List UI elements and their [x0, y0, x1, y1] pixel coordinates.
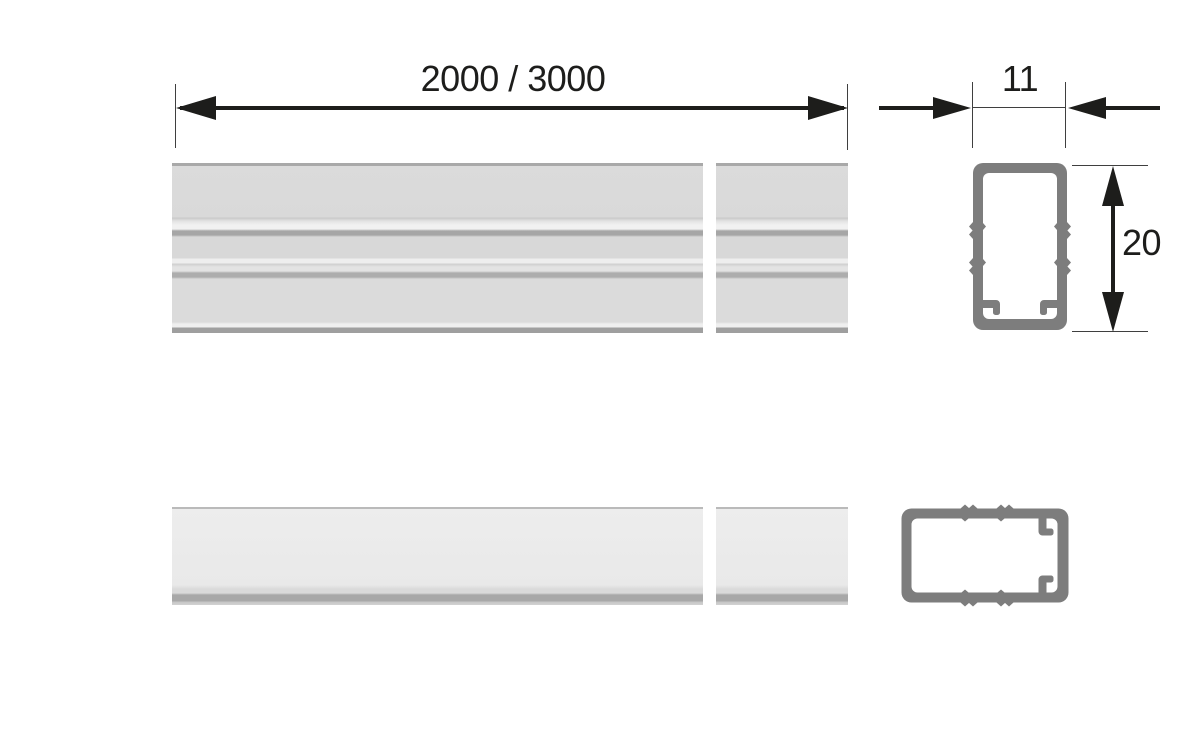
arrowhead-up-icon	[1102, 166, 1124, 206]
width-extension-line-right	[1065, 82, 1066, 148]
width-dimension-hairline	[972, 107, 1066, 108]
profile-bottom-side-view-long-piece	[172, 507, 703, 605]
profile-cross-section-rotated	[901, 504, 1069, 607]
arrowhead-right-icon	[933, 97, 971, 119]
serration-teeth-left	[960, 602, 1014, 607]
cross-section-cavity	[983, 173, 1057, 319]
width-dimension-label: 11	[1001, 58, 1039, 99]
height-extension-line-top	[1072, 165, 1148, 166]
profile-top-side-view-long-piece	[172, 163, 703, 333]
arrowhead-left-icon	[1068, 97, 1106, 119]
profile-top-side-view-short-piece	[716, 163, 848, 333]
height-dimension-line	[1111, 200, 1115, 296]
length-dimension-label: 2000 / 3000	[420, 58, 606, 99]
inner-serration-right	[1054, 223, 1057, 266]
width-dimension-line-left-segment	[879, 106, 935, 110]
arrowhead-down-icon	[1102, 292, 1124, 332]
width-dimension-line-right-segment	[1104, 106, 1160, 110]
profile-cross-section-upright	[969, 163, 1071, 330]
arrowhead-left-icon	[176, 96, 216, 120]
arrowhead-right-icon	[808, 96, 848, 120]
height-dimension-label: 20	[1122, 222, 1162, 263]
inner-serration-left	[961, 589, 1005, 593]
profile-bottom-side-view-short-piece	[716, 507, 848, 605]
retaining-hook-right	[1038, 518, 1054, 536]
retaining-hook-left	[983, 300, 1000, 315]
serration-teeth-right	[960, 504, 1014, 509]
serration-teeth-right	[1067, 222, 1071, 275]
inner-serration-left	[983, 223, 986, 266]
inner-serration-right	[961, 518, 1005, 522]
cross-section-cavity	[911, 518, 1058, 593]
retaining-hook-left	[1038, 575, 1054, 593]
length-dimension-line	[180, 106, 844, 110]
retaining-hook-right	[1040, 300, 1057, 315]
serration-teeth-left	[969, 222, 973, 275]
width-extension-line-left	[972, 82, 973, 148]
length-extension-line-left	[175, 84, 176, 148]
